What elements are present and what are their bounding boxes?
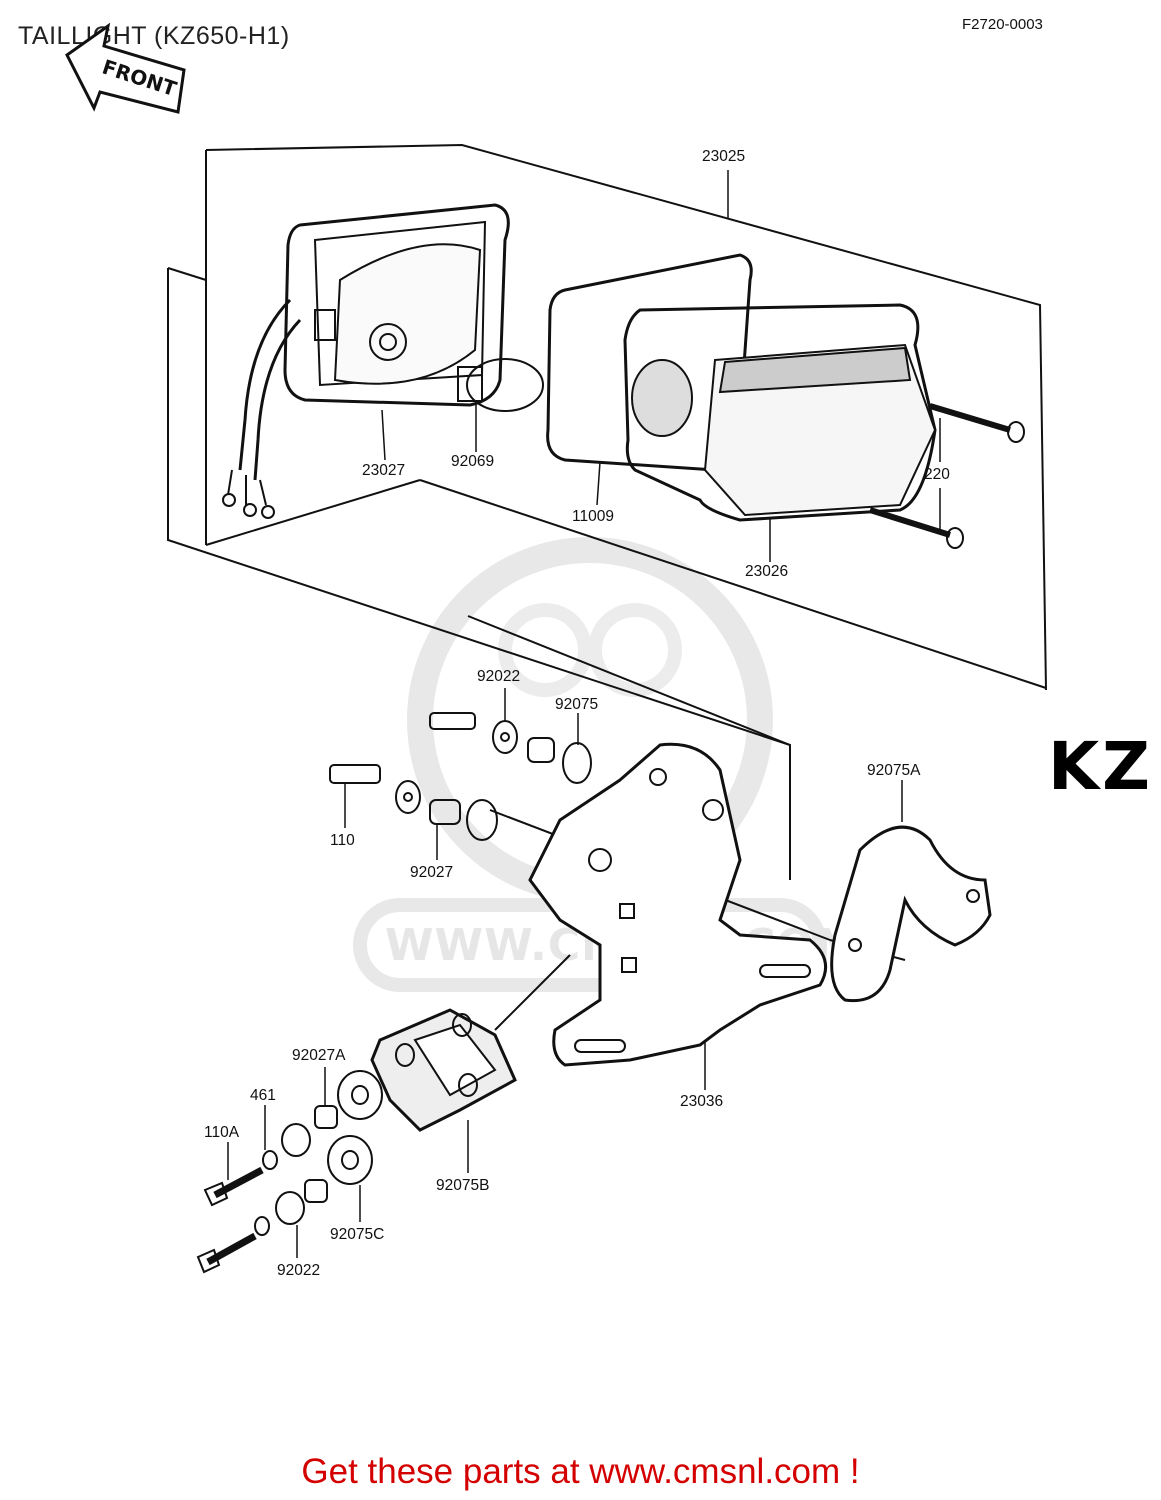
part-label-11009: 11009 — [572, 508, 614, 525]
part-label-92022-top: 92022 — [477, 668, 521, 685]
part-label-23027: 23027 — [362, 462, 406, 479]
part-label-23036: 23036 — [680, 1093, 724, 1110]
diagram-code: F2720-0003 — [962, 16, 1043, 33]
front-arrow-icon: FRONT — [65, 22, 186, 114]
part-label-92069: 92069 — [451, 453, 495, 470]
screws-220 — [869, 403, 1025, 549]
part-label-23026: 23026 — [745, 563, 789, 580]
model-mark: KZ — [1048, 728, 1153, 805]
hardware-lower — [196, 1070, 383, 1274]
taillight-housing-23026 — [623, 303, 937, 522]
part-label-92027: 92027 — [410, 864, 454, 881]
part-label-92027A: 92027A — [292, 1047, 346, 1064]
part-label-23025: 23025 — [702, 148, 746, 165]
bracket-23036 — [528, 742, 828, 1067]
hardware-upper — [329, 712, 592, 841]
part-label-220: 220 — [924, 466, 950, 483]
part-label-92075A: 92075A — [867, 762, 921, 779]
rubber-block-92075B — [370, 1008, 517, 1132]
taillight-assembly-plane — [167, 143, 1047, 880]
part-label-92075B: 92075B — [436, 1177, 490, 1194]
bracket-92075A — [830, 825, 992, 1003]
part-label-461: 461 — [250, 1087, 276, 1104]
diagram-title: TAILLIGHT (KZ650-H1) — [18, 22, 290, 50]
bulb-92069 — [457, 358, 544, 412]
leader-lines — [227, 170, 941, 1258]
part-label-110A: 110A — [204, 1124, 240, 1141]
part-label-92075C: 92075C — [330, 1226, 385, 1243]
part-label-92022-bottom: 92022 — [277, 1262, 321, 1279]
lens-housing-23027 — [222, 203, 510, 519]
part-label-92075: 92075 — [555, 696, 599, 713]
part-label-110: 110 — [330, 832, 355, 849]
parts-link-cta[interactable]: Get these parts at www.cmsnl.com ! — [301, 1452, 860, 1491]
